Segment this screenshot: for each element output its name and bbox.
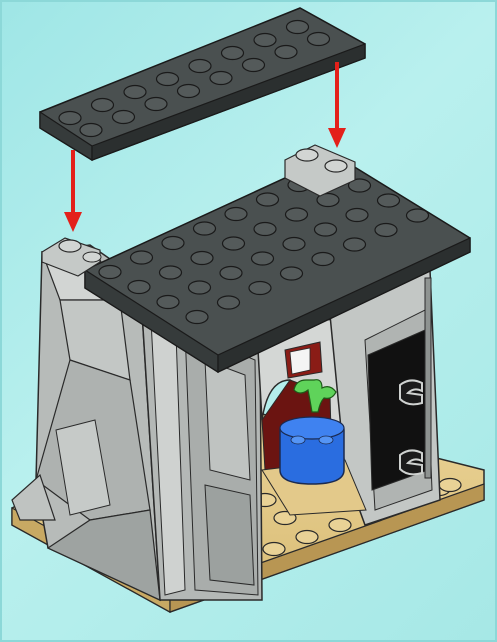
stud [218, 296, 240, 309]
stud [283, 238, 305, 251]
stud [113, 111, 135, 124]
stud [249, 282, 271, 295]
stud [128, 281, 150, 294]
stud [287, 21, 309, 34]
stud [252, 252, 274, 265]
stud [329, 519, 351, 532]
stud [80, 124, 102, 137]
stud [263, 543, 285, 556]
stud [378, 194, 400, 207]
stud [157, 296, 179, 309]
stud [186, 311, 208, 324]
stud [375, 224, 397, 237]
stud [178, 85, 200, 98]
stud [99, 266, 121, 279]
stud [220, 267, 242, 280]
stud [315, 223, 337, 236]
stud [191, 252, 213, 265]
stud [344, 238, 366, 251]
stud [308, 33, 330, 46]
stud [312, 253, 334, 266]
stud [407, 209, 429, 222]
stud [210, 72, 232, 85]
plate-top-icon [40, 8, 365, 160]
stud [257, 193, 279, 206]
stud [162, 237, 184, 250]
stud [59, 112, 81, 125]
stud [222, 47, 244, 60]
stud [124, 86, 146, 99]
stud [439, 479, 461, 492]
stud [92, 99, 114, 112]
stud [346, 209, 368, 222]
stud [243, 59, 265, 72]
stud [254, 34, 276, 47]
stud [145, 98, 167, 111]
stud [275, 46, 297, 59]
stud [225, 208, 247, 221]
stud [189, 281, 211, 294]
stud [160, 266, 182, 279]
stud [194, 222, 216, 235]
stud [296, 531, 318, 544]
stud [157, 73, 179, 86]
stud [254, 223, 276, 236]
stud [131, 251, 153, 264]
stud [286, 208, 308, 221]
stud [189, 60, 211, 73]
stud [281, 267, 303, 280]
stud [223, 237, 245, 250]
